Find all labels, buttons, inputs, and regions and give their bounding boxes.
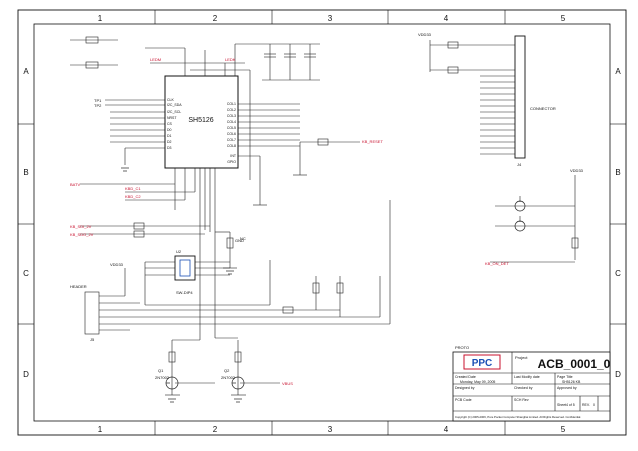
row-label-d-right: D: [615, 370, 621, 379]
title-block-header: PROTO: [455, 345, 469, 350]
connector-right-name: CONNECTOR: [530, 106, 556, 111]
small-chip-ref: U2: [176, 249, 182, 254]
copyright: Copyright (C) 2005-2006, Pure Pocket Com…: [455, 415, 581, 419]
chip-pin-right: COL5: [227, 126, 236, 130]
chip-pin-right: GPIO: [227, 160, 236, 164]
transistor-q1-ref: Q1: [158, 368, 164, 373]
chip-pin-left: CLK: [167, 98, 174, 102]
ppc-logo-text: PPC: [472, 358, 493, 369]
rev-label: REV.: [582, 403, 590, 407]
transistor-q2-ref: Q2: [224, 368, 230, 373]
chip-pin-left: D1: [167, 134, 172, 138]
col-label-2-bottom: 2: [213, 425, 218, 434]
chip-pin-left: CS: [167, 122, 173, 126]
pcb-code-label: PCB Code: [455, 398, 472, 402]
chip-pin-right: COL3: [227, 114, 236, 118]
row-label-b-left: B: [23, 168, 28, 177]
chip-pin-left: D3: [167, 146, 172, 150]
col-label-5-top: 5: [561, 14, 566, 23]
inner-border: [33, 23, 611, 422]
last-modify-label: Last Modify date: [514, 375, 540, 379]
row-label-c-right: C: [615, 269, 621, 278]
ppc-logo: PPC: [463, 354, 501, 370]
main-chip-name: SH5126: [188, 117, 213, 124]
chip-pin-right: COL1: [227, 102, 236, 106]
project-value: ACB_0001_0: [538, 357, 611, 371]
net-batv: BATV: [70, 182, 80, 187]
net-tp2: TP2: [94, 103, 102, 108]
net-vdd33-top: VDD33: [418, 32, 432, 37]
connector-right-ref: J4: [517, 162, 522, 167]
designed-by-label: Designed by: [455, 386, 475, 390]
created-date-label: Created Date: [455, 375, 476, 379]
chip-pin-right: COL7: [227, 138, 236, 142]
chip-pin-left: NRST: [167, 116, 177, 120]
note-nc: NC: [240, 236, 246, 241]
main-chip-right-pins: COL1 COL2 COL3 COL4 COL5 COL6 COL7 COL8 …: [227, 102, 237, 164]
chip-pin-left: I2C_SDA: [167, 103, 182, 107]
net-ledm: LEDM: [150, 57, 161, 62]
net-vbus: VBUS: [282, 381, 293, 386]
net-kb-on: KB_ON_DET: [485, 261, 509, 266]
net-ledk: LEDK: [225, 57, 236, 62]
transistor-q2-part: 2N7002: [221, 375, 236, 380]
row-label-a-right: A: [615, 67, 621, 76]
small-chip: U2 SW-DIP4: [174, 249, 196, 295]
net-kbd-c2: KBD_C2: [125, 194, 141, 199]
row-label-d-left: D: [23, 370, 29, 379]
col-label-3-bottom: 3: [328, 425, 333, 434]
col-label-5-bottom: 5: [561, 425, 566, 434]
col-label-1-bottom: 1: [98, 425, 103, 434]
chip-pin-right: COL2: [227, 108, 236, 112]
chip-pin-left: D0: [167, 128, 172, 132]
col-label-2-top: 2: [213, 14, 218, 23]
small-chip-label: SW-DIP4: [176, 290, 193, 295]
col-label-1-top: 1: [98, 14, 103, 23]
chip-pin-left: I2C_SCL: [167, 110, 181, 114]
net-kb-sdi: KB_SDI_2V: [70, 224, 92, 229]
row-label-b-right: B: [615, 168, 620, 177]
title-block: PROTO PPC Project ACB_0001_0 Created Dat…: [452, 345, 611, 422]
net-gnd: GND: [235, 238, 244, 243]
sheet-value: 4 of 5: [566, 403, 575, 407]
chip-pin-right: COL6: [227, 132, 236, 136]
page-title-value: SH5126 KB: [562, 380, 581, 384]
net-kb-sdo: KB_SDO_2V: [70, 232, 94, 237]
row-label-c-left: C: [23, 269, 29, 278]
net-vdd33-left: VDD33: [110, 262, 124, 267]
project-label: Project: [515, 355, 528, 360]
sch-rev-label: SCH Rev: [514, 398, 529, 402]
chip-pin-left: D2: [167, 140, 172, 144]
connector-right: CONNECTOR J4: [514, 35, 556, 167]
net-tp1: TP1: [94, 98, 102, 103]
page-title-label: Page Title: [557, 375, 573, 379]
net-vdd33-right: VDD33: [570, 168, 584, 173]
connector-left-ref: J5: [90, 337, 95, 342]
col-label-3-top: 3: [328, 14, 333, 23]
transistor-q1-part: 2N7002: [155, 375, 170, 380]
transistor-symbols: [165, 200, 526, 390]
col-label-4-bottom: 4: [444, 425, 449, 434]
chip-pin-right: COL8: [227, 144, 236, 148]
main-chip-left-pins: CLK I2C_SDA I2C_SCL NRST CS D0 D1 D2 D3: [167, 98, 182, 150]
net-reset: KB_RESET: [362, 139, 383, 144]
connector-left-name: HEADER: [70, 284, 87, 289]
col-label-4-top: 4: [444, 14, 449, 23]
net-kbd-c1: KBD_C1: [125, 186, 141, 191]
main-chip: SH5126 CLK I2C_SDA I2C_SCL NRST CS D0 D1…: [164, 75, 239, 169]
row-label-a-left: A: [23, 67, 29, 76]
chip-pin-right: COL4: [227, 120, 236, 124]
checked-by-label: Checked by: [514, 386, 533, 390]
created-date-value: Monday, May 09, 2005: [460, 380, 495, 384]
rev-value: 0: [593, 403, 595, 407]
outer-border: [17, 9, 627, 436]
sheet-label: Sheet: [557, 403, 566, 407]
chip-pin-right: INT: [230, 154, 237, 158]
ground-symbols: [121, 167, 242, 403]
wiring: [70, 36, 579, 396]
approved-by-label: Approved by: [557, 386, 577, 390]
